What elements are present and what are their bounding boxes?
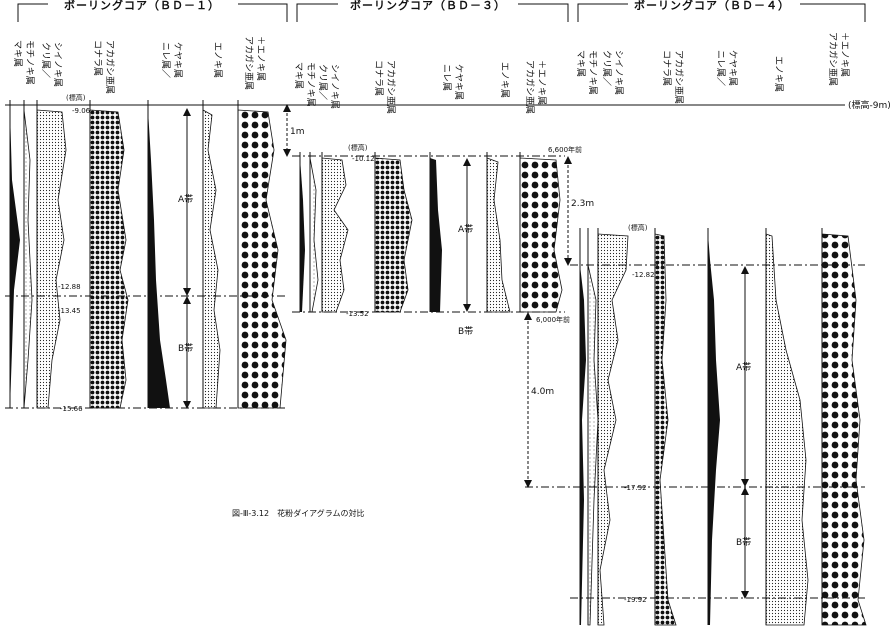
taxon-headers-bd1: マキ属 モチノキ属 クリ属／ シイノキ属 コナラ属 アカガシ亜属 ニレ属／ ケヤ…	[12, 36, 266, 94]
curve-enoki	[486, 157, 511, 313]
depth-label: -12.88	[58, 283, 81, 291]
taxon-label: アカガシ亜属	[827, 32, 838, 86]
taxon-label: アカガシ亜属	[385, 60, 396, 114]
taxon-label: ケヤキ属	[727, 50, 738, 86]
taxon-label: モチノキ属	[24, 40, 35, 85]
depth-label: -12.82	[632, 271, 655, 279]
depth-label: -15.66	[60, 405, 83, 413]
header-brackets	[17, 3, 866, 22]
taxon-label: マキ属	[293, 62, 304, 89]
curve-kuri	[597, 233, 629, 626]
depth-label: -13.52	[346, 310, 369, 318]
curve-nire	[430, 158, 442, 312]
curve-nire	[148, 110, 170, 408]
offset-label: 2.3m	[571, 199, 594, 209]
curve-konara	[374, 157, 413, 313]
curve-akagashi-enoki	[821, 233, 867, 626]
curve-konara	[89, 109, 129, 409]
age-label: 6,600年前	[548, 145, 582, 154]
depth-label: -17.52	[624, 484, 647, 492]
zone-label: A帯	[736, 361, 751, 373]
taxon-label: ケヤキ属	[453, 64, 464, 100]
curve-mochinoki	[587, 264, 599, 626]
depth-label: -13.45	[58, 307, 81, 315]
taxon-headers-bd3: マキ属 モチノキ属 クリ属／ シイノキ属 コナラ属 アカガシ亜属 ニレ属 ケヤキ…	[293, 60, 547, 114]
offset-label: 1m	[290, 127, 305, 137]
taxon-label: ケヤキ属	[172, 42, 183, 78]
curve-maki	[10, 110, 20, 408]
taxon-label: ニレ属／	[715, 50, 726, 86]
taxon-label: アカガシ亜属	[524, 60, 535, 114]
zone-label: B帯	[736, 536, 751, 548]
taxon-label: アカガシ亜属	[673, 50, 684, 104]
figure-caption: 図-Ⅲ-3.12 花粉ダイアグラムの対比	[232, 508, 364, 518]
offset-markers: 1m 2.3m 4.0m	[283, 104, 594, 488]
curve-mochinoki	[23, 109, 33, 409]
taxon-label: ニレ属	[441, 64, 452, 91]
zone-label: A帯	[458, 223, 473, 235]
curve-nire	[708, 234, 720, 625]
taxon-label: エノキ属	[212, 42, 223, 78]
taxon-label: ＋エノキ属	[255, 36, 266, 81]
zone-label: A帯	[178, 193, 193, 205]
taxon-label: クリ属／	[317, 64, 328, 100]
taxon-label: アカガシ亜属	[104, 40, 115, 94]
curve-kuri	[36, 109, 67, 409]
taxon-label: マキ属	[12, 40, 23, 67]
curve-enoki	[765, 233, 809, 626]
taxon-label: エノキ属	[773, 56, 784, 92]
taxon-label: クリ属／	[40, 42, 51, 78]
taxon-label: コナラ属	[92, 40, 103, 76]
taxon-label: マキ属	[575, 50, 586, 77]
curve-maki	[300, 158, 305, 312]
taxon-label: クリ属／	[601, 50, 612, 86]
depth-label: -9.06	[72, 107, 91, 115]
curve-mochinoki	[309, 157, 319, 313]
core-title-bd1: ボーリングコア（ＢＤ－１）	[64, 0, 220, 12]
core-bd1: (標高) -9.06 -12.88 -13.45 -15.66 A帯 B帯	[5, 93, 287, 413]
zone-label: B帯	[458, 325, 473, 337]
offset-label: 4.0m	[531, 387, 554, 397]
taxon-label: ＋エノキ属	[839, 32, 850, 77]
taxon-label: シイノキ属	[329, 64, 340, 109]
depth-label: -19.92	[624, 596, 647, 604]
taxon-label: エノキ属	[499, 62, 510, 98]
curve-maki	[580, 265, 586, 625]
curve-kuri	[321, 157, 349, 313]
core-bd3: (標高) -10.12 -13.52 6,600年前 6,000年前 A帯 B帯	[292, 143, 582, 337]
taxon-label: アカガシ亜属	[243, 36, 254, 90]
taxon-label: ＋エノキ属	[536, 60, 547, 105]
zone-label: B帯	[178, 342, 193, 354]
depth-label: -10.12	[352, 155, 375, 163]
curve-konara	[654, 233, 677, 626]
depth-header: (標高)	[348, 143, 368, 152]
reference-level-label: (標高-9m)	[848, 99, 891, 111]
taxon-label: コナラ属	[661, 50, 672, 86]
taxon-label: モチノキ属	[587, 50, 598, 95]
curve-enoki	[202, 109, 221, 409]
depth-header: (標高)	[628, 223, 648, 232]
taxon-label: コナラ属	[373, 60, 384, 96]
taxon-headers-bd4: マキ属 モチノキ属 クリ属／ シイノキ属 コナラ属 アカガシ亜属 ニレ属／ ケヤ…	[575, 32, 850, 104]
curve-akagashi-enoki	[237, 109, 287, 409]
taxon-label: モチノキ属	[305, 62, 316, 107]
age-label: 6,000年前	[536, 315, 570, 324]
core-bd4: (標高) -12.82 -17.52 -19.92 A帯 B帯	[525, 223, 867, 626]
taxon-label: シイノキ属	[52, 42, 63, 87]
core-title-bd4: ボーリングコア（ＢＤ－４）	[634, 0, 790, 12]
taxon-label: ニレ属／	[160, 42, 171, 78]
depth-header: (標高)	[66, 93, 86, 102]
curve-akagashi-enoki	[519, 157, 563, 313]
core-title-bd3: ボーリングコア（ＢＤ－３）	[350, 0, 506, 12]
taxon-label: シイノキ属	[613, 50, 624, 95]
